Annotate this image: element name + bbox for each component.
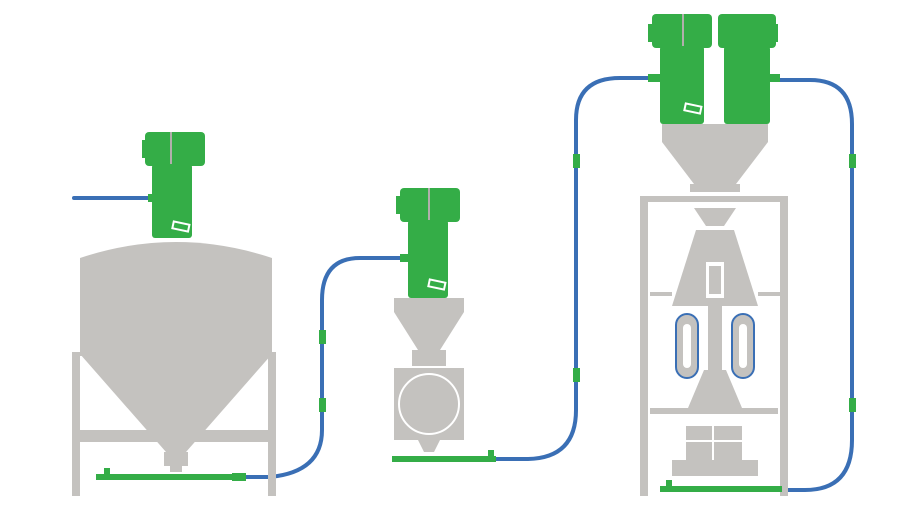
coupling-7 — [849, 398, 856, 412]
bagger-middle-bar — [650, 408, 778, 414]
receiver-1-motor — [145, 132, 205, 166]
bagger-belt-right-inner — [739, 324, 747, 368]
coupling-5 — [573, 368, 580, 382]
twin-receiver-right-motor — [718, 14, 776, 48]
coupling-6 — [849, 154, 856, 168]
bulk-bag-hopper — [72, 242, 276, 496]
twin-vacuum-receivers — [648, 14, 780, 124]
bagger-pickup — [660, 486, 782, 492]
receiver-2-body — [408, 220, 448, 298]
pickup-tray-end — [104, 468, 110, 478]
rotary-valve-pickup — [392, 456, 496, 462]
bagger-collar-window-inner — [709, 266, 721, 294]
receiver-1-valve-flap — [173, 222, 189, 231]
twin-receiver-left-cap — [648, 24, 654, 42]
tube-hopper-to-receiver-2 — [238, 256, 404, 479]
rotary-valve — [392, 368, 496, 462]
receiver-1-motor-cap — [142, 140, 148, 158]
bagger-frame-left — [640, 196, 648, 496]
hopper-leg-left — [72, 352, 80, 496]
receiver-1-body — [152, 164, 192, 238]
vertical-form-fill-seal-bagger — [640, 124, 788, 496]
bagger-funnel — [694, 208, 736, 226]
rotary-valve-rotor — [398, 373, 460, 435]
bagger-hopper-neck — [690, 184, 740, 192]
bagger-tube-base — [688, 370, 742, 408]
hopper-body — [80, 260, 272, 356]
hopper-dome — [80, 242, 272, 262]
hopper-cone — [80, 354, 272, 452]
rotary-valve-pickup-end — [488, 450, 494, 460]
pickup-tray — [96, 474, 246, 480]
vacuum-receiver-1 — [142, 132, 205, 238]
receiver-1-inlet — [148, 194, 162, 202]
bagger-sealer-split — [712, 426, 714, 460]
bagger-hopper-cone — [662, 142, 768, 184]
bagger-forming-tube — [708, 300, 722, 370]
bagger-belt-left-inner — [683, 324, 691, 368]
hopper-leg-right — [268, 352, 276, 496]
vacuum-receiver-2 — [394, 188, 464, 366]
rotary-valve-housing — [394, 368, 464, 440]
twin-receiver-right-inlet — [766, 74, 780, 82]
tube-return-loop — [770, 78, 854, 492]
receiver-1-motor-seam — [170, 132, 172, 166]
hopper-spout-tip — [170, 466, 182, 472]
bagger-frame-top — [640, 196, 788, 202]
bagger-pickup-end — [666, 480, 672, 490]
receiver-2-neck — [412, 350, 446, 366]
receiver-2-valve-flap — [429, 280, 445, 289]
tube-couplings — [232, 154, 856, 481]
rotary-valve-outlet — [418, 440, 440, 452]
bagger-shelf-right — [758, 292, 780, 296]
receiver-2-hopper — [394, 312, 464, 350]
bagger-frame-right — [780, 196, 788, 496]
twin-receiver-left-flap — [685, 104, 701, 113]
twin-receiver-right-body — [724, 46, 770, 124]
receiver-2-flange — [394, 298, 464, 312]
receiver-2-inlet — [400, 254, 416, 262]
twin-receiver-right-cap — [772, 24, 778, 42]
receiver-2-motor-cap — [396, 196, 402, 214]
bagger-hopper-flange — [662, 124, 768, 142]
coupling-4 — [573, 154, 580, 168]
bagger-base — [672, 460, 758, 476]
twin-receiver-left-seam — [682, 14, 684, 48]
coupling-1 — [319, 330, 326, 344]
coupling-2 — [319, 398, 326, 412]
hopper-spout — [164, 452, 188, 466]
receiver-2-motor-seam — [428, 188, 430, 222]
bagger-shelf-left — [650, 292, 672, 296]
twin-receiver-left-inlet — [648, 74, 666, 82]
conveying-tubes — [72, 76, 854, 492]
tube-valve-to-twin-receiver — [493, 76, 652, 461]
